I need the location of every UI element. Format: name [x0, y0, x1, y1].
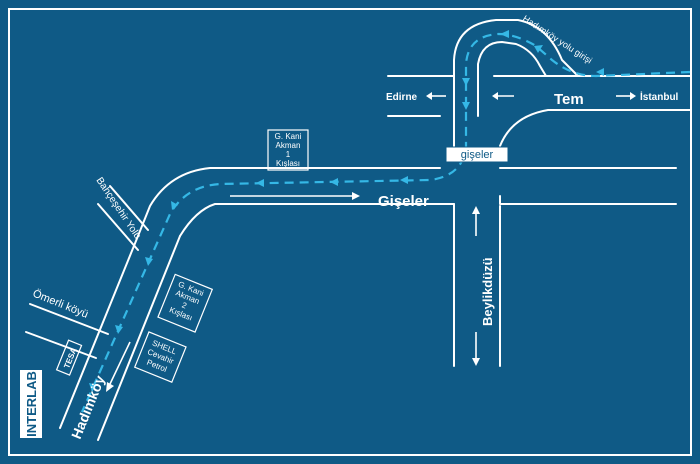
- road-network: [25, 19, 692, 441]
- route-arrow: [534, 45, 543, 53]
- route-arrow: [256, 179, 264, 187]
- kani-akman-2-box: [157, 273, 214, 333]
- route-arrow: [171, 201, 178, 210]
- loop-ramp-inner: [477, 41, 547, 117]
- hadimkoy-road-left: [59, 235, 139, 429]
- kani-1-line-4: Kışlası: [276, 159, 300, 168]
- arrow-hadimkoy-line: [109, 341, 131, 385]
- interlab-label: INTERLAB: [24, 371, 39, 437]
- route-arrows: [89, 30, 604, 392]
- toll-booth-label: gişeler: [461, 149, 494, 161]
- giseler-label: Gişeler: [378, 193, 429, 210]
- hadimkoy-yolu-girisi-label: Hadımköy yolu girişi: [521, 13, 594, 65]
- tem-road-bottom-right: [499, 109, 692, 147]
- route-arrow: [500, 30, 509, 38]
- route-line: [80, 32, 691, 413]
- tesa-box: [55, 339, 83, 376]
- map-border: [8, 8, 692, 456]
- route-arrow: [145, 257, 153, 266]
- toll-booth-sign: [445, 146, 509, 163]
- shell-box: [133, 331, 187, 383]
- tem-label: Tem: [554, 91, 584, 108]
- hadimkoy-road-right: [97, 235, 181, 441]
- route-arrow: [462, 102, 470, 110]
- beylikduzu-label: Beylikdüzü: [480, 257, 495, 326]
- arrow-giseler-east-head: [352, 192, 360, 200]
- giseler-road-top: [137, 167, 441, 237]
- route-arrow: [89, 383, 97, 392]
- kani-2-line-3: 2: [180, 301, 188, 311]
- giseler-road-bottom: [179, 195, 677, 237]
- arrow-to-edirne-head: [426, 92, 432, 100]
- arrow-tem-left-head: [492, 92, 498, 100]
- omerli-road-bottom: [25, 331, 97, 359]
- interlab-logo-bg: [20, 370, 42, 438]
- route-arrow: [115, 325, 123, 334]
- kani-akman-1-box: [267, 129, 309, 171]
- route-arrow: [462, 78, 470, 86]
- route-arrow: [596, 68, 604, 76]
- route-arrow: [330, 178, 338, 186]
- direction-arrows: [106, 92, 636, 392]
- istanbul-label: İstanbul: [640, 90, 679, 103]
- kani-1-line-1: G. Kani: [275, 132, 302, 141]
- bahcesehir-road-bottom: [97, 203, 139, 251]
- route-path: [80, 32, 691, 413]
- route-arrow: [400, 176, 408, 184]
- interlab-logo: INTERLAB: [20, 370, 42, 438]
- arrow-beylikduzu-bottom-head: [472, 358, 480, 366]
- arrow-beylikduzu-top-head: [472, 206, 480, 214]
- kani-akman-2-landmark: G. Kani Akman 2 Kışlası: [157, 273, 214, 333]
- edirne-label: Edirne: [386, 92, 418, 103]
- arrow-hadimkoy-head: [106, 382, 114, 392]
- kani-1-line-3: 1: [286, 150, 291, 159]
- omerli-road-top: [29, 303, 109, 335]
- kani-1-line-2: Akman: [276, 141, 301, 150]
- arrow-to-istanbul-head: [630, 92, 636, 100]
- loop-ramp-outer: [453, 19, 579, 149]
- shell-landmark: SHELL Cevahir Petrol: [133, 331, 187, 383]
- bahcesehir-road-top: [109, 185, 149, 231]
